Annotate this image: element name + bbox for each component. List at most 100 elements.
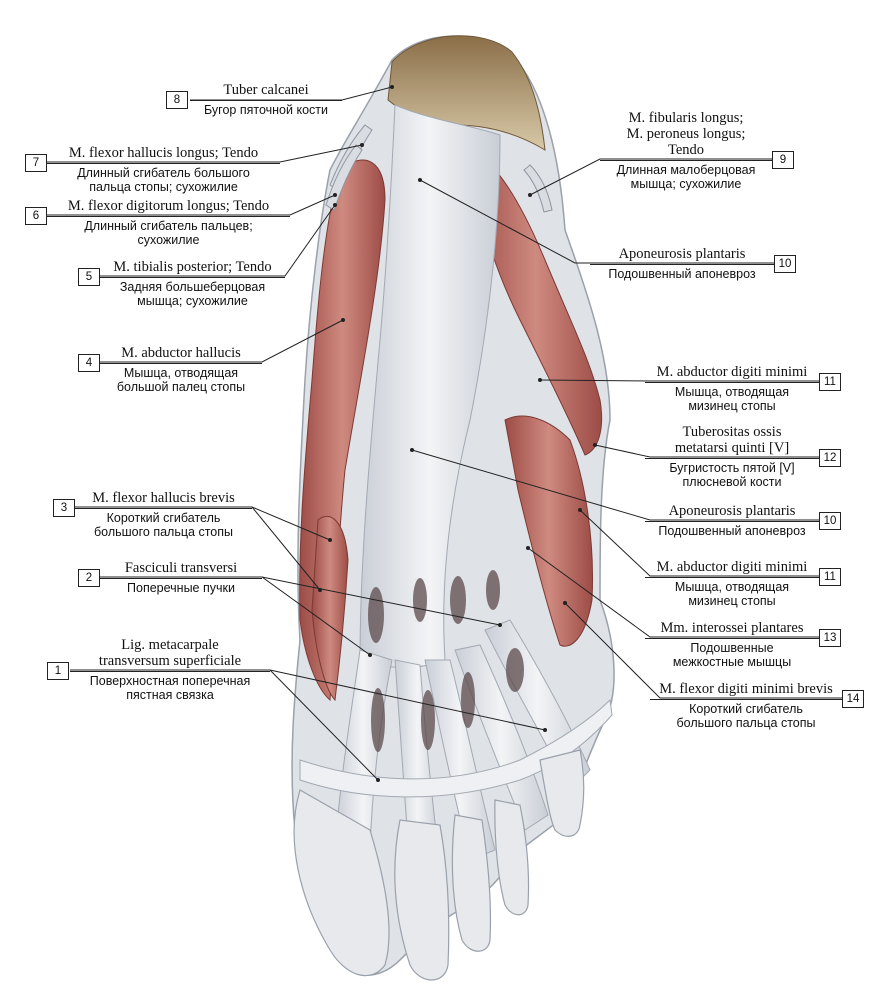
divider (650, 699, 842, 700)
russian-term: Подошвенный апоневроз (658, 524, 806, 538)
label-number-6: 6 (25, 207, 47, 225)
russian-term: большого пальца стопы (94, 525, 233, 539)
latin-term: transversum superficiale (98, 653, 242, 669)
russian-term: плюсневой кости (682, 475, 782, 489)
divider (47, 163, 280, 164)
russian-term: Подошвенный апоневроз (608, 267, 756, 281)
flexor-hallucis-brevis-muscle (311, 515, 349, 702)
divider (645, 458, 819, 459)
russian-term: Поверхностная поперечная (89, 674, 251, 688)
latin-term: Fasciculi transversi (124, 560, 238, 576)
russian-term: межкостные мышцы (672, 655, 792, 669)
latin-term: Tuberositas ossis (682, 424, 782, 440)
label-abductor-hallucis: M. abductor hallucis Мышца, отводящая бо… (100, 345, 262, 394)
divider (645, 638, 819, 639)
label-number-10: 10 (774, 255, 796, 273)
label-flexor-digitorum-longus: M. flexor digitorum longus; Tendo Длинны… (47, 198, 290, 247)
label-number-1: 1 (47, 662, 69, 680)
label-interossei-plantares: Mm. interossei plantares Подошвенные меж… (645, 620, 819, 669)
divider (645, 577, 819, 578)
russian-term: сухожилие (137, 233, 200, 247)
fibularis-longus-tendon (523, 164, 553, 213)
label-tuber-calcanei: Tuber calcanei Бугор пяточной кости (190, 82, 342, 117)
label-number-7: 7 (25, 154, 47, 172)
divider (190, 100, 342, 101)
divider (645, 521, 819, 522)
label-fasciculi-transversi: Fasciculi transversi Поперечные пучки (100, 560, 262, 595)
latin-term: M. flexor hallucis brevis (92, 490, 235, 506)
russian-term: Длинный сгибатель пальцев; (84, 219, 253, 233)
latin-term: M. flexor hallucis longus; Tendo (68, 145, 259, 161)
label-number-14: 14 (842, 690, 864, 708)
latin-term: M. flexor digitorum longus; Tendo (67, 198, 270, 214)
label-number-9: 9 (772, 151, 794, 169)
latin-term: M. abductor hallucis (121, 345, 241, 361)
flexor-digiti-minimi-brevis-muscle (504, 415, 593, 647)
divider (600, 160, 772, 161)
latin-term: Aponeurosis plantaris (668, 503, 796, 519)
divider (47, 216, 290, 217)
russian-term: Бугристость пятой [V] (669, 461, 795, 475)
russian-term: Мышца, отводящая (123, 366, 239, 380)
divider (70, 671, 270, 672)
divider (100, 277, 285, 278)
label-number-10-lower: 10 (819, 512, 841, 530)
label-flexor-digiti-minimi-brevis: M. flexor digiti minimi brevis Короткий … (650, 681, 842, 730)
russian-term: большого пальца стопы (676, 716, 816, 730)
label-lig-metacarpale: Lig. metacarpale transversum superficial… (70, 637, 270, 702)
label-number-11-lower: 11 (819, 568, 841, 586)
russian-term: Поперечные пучки (127, 581, 235, 595)
divider (100, 363, 262, 364)
label-aponeurosis-plantaris-upper: Aponeurosis plantaris Подошвенный апонев… (590, 246, 774, 281)
latin-term: M. abductor digiti minimi (656, 559, 808, 575)
label-number-4: 4 (78, 354, 100, 372)
russian-term: Мышца, отводящая (674, 580, 790, 594)
latin-term: M. fibularis longus; (628, 110, 744, 126)
latin-term: Lig. metacarpale (121, 637, 219, 653)
leader-lines (47, 86, 842, 781)
latin-term: M. peroneus longus; (626, 126, 746, 142)
toes (293, 749, 585, 981)
russian-term: Мышца, отводящая (674, 385, 790, 399)
label-number-12: 12 (819, 449, 841, 467)
russian-term: пястная связка (126, 688, 214, 702)
divider (590, 264, 774, 265)
label-aponeurosis-plantaris-lower: Aponeurosis plantaris Подошвенный апонев… (645, 503, 819, 538)
latin-term: metatarsi quinti [V] (674, 440, 790, 456)
russian-term: Короткий сгибатель (106, 511, 221, 525)
label-number-11: 11 (819, 373, 841, 391)
label-number-13: 13 (819, 629, 841, 647)
label-number-5: 5 (78, 268, 100, 286)
label-number-2: 2 (78, 569, 100, 587)
label-number-8: 8 (166, 91, 188, 109)
label-fibularis-longus: M. fibularis longus; M. peroneus longus;… (600, 110, 772, 191)
latin-term: Tendo (667, 142, 705, 158)
russian-term: пальца стопы; сухожилие (89, 180, 238, 194)
superficial-transverse-ligament (299, 698, 613, 798)
intermuscular-gaps (368, 570, 524, 752)
russian-term: Подошвенные (690, 641, 774, 655)
latin-term: M. tibialis posterior; Tendo (113, 259, 272, 275)
russian-term: Задняя большеберцовая (119, 280, 266, 294)
latin-term: Aponeurosis plantaris (618, 246, 746, 262)
label-flexor-hallucis-longus: M. flexor hallucis longus; Tendo Длинный… (47, 145, 280, 194)
latin-term: Tuber calcanei (223, 82, 309, 98)
label-tibialis-posterior: M. tibialis posterior; Tendo Задняя боль… (100, 259, 285, 308)
russian-term: Бугор пяточной кости (204, 103, 328, 117)
divider (645, 382, 819, 383)
russian-term: мизинец стопы (688, 399, 776, 413)
label-number-3: 3 (53, 499, 75, 517)
latin-term: Mm. interossei plantares (660, 620, 804, 636)
latin-term: M. abductor digiti minimi (656, 364, 808, 380)
divider (75, 508, 252, 509)
russian-term: мышца; сухожилие (137, 294, 248, 308)
russian-term: большой палец стопы (116, 380, 246, 394)
russian-term: мизинец стопы (688, 594, 776, 608)
russian-term: Длинный сгибатель большого (77, 166, 250, 180)
russian-term: Короткий сгибатель (689, 702, 803, 716)
russian-term: Длинная малоберцовая (616, 163, 756, 177)
label-abductor-digiti-minimi-upper: M. abductor digiti minimi Мышца, отводящ… (645, 364, 819, 413)
label-abductor-digiti-minimi-lower: M. abductor digiti minimi Мышца, отводящ… (645, 559, 819, 608)
